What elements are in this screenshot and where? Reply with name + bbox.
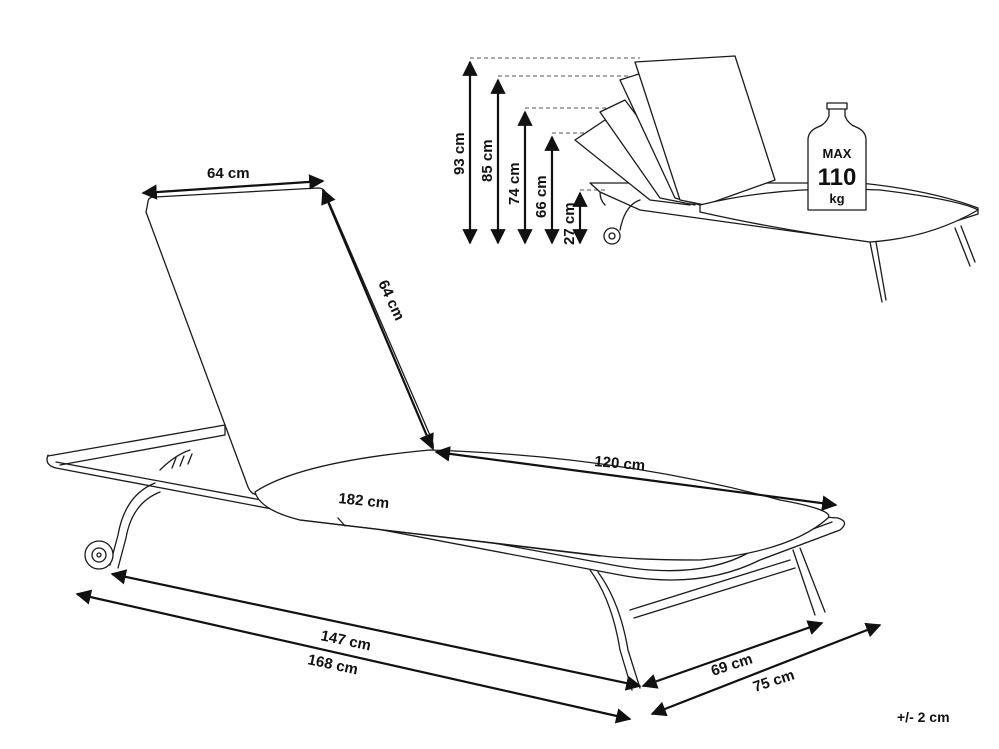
height-label-93: 93 cm [451, 132, 468, 175]
overall-width-label: 75 cm [751, 666, 797, 695]
height-reference-lines [470, 57, 640, 191]
tolerance-note: +/- 2 cm [897, 709, 950, 725]
weight-limit-icon: MAX 110 kg [807, 102, 867, 211]
weight-unit: kg [829, 191, 844, 206]
height-label-66: 66 cm [533, 175, 550, 218]
height-label-85: 85 cm [479, 139, 496, 182]
height-label-27: 27 cm [561, 202, 578, 245]
weight-max-label: MAX [823, 146, 852, 161]
height-arrows [462, 60, 588, 245]
recline-lounger-illustration [574, 55, 979, 303]
recline-view: 93 cm 85 cm 74 cm 66 cm 27 cm [451, 55, 979, 303]
cushion-length-label: 182 cm [338, 490, 390, 512]
backrest-width-label: 64 cm [207, 165, 250, 182]
weight-value: 110 [818, 164, 857, 191]
seat-length-label: 120 cm [594, 453, 646, 474]
main-dimension-arrows [75, 174, 882, 724]
height-label-74: 74 cm [506, 162, 523, 205]
backrest-length-label: 64 cm [374, 278, 407, 324]
